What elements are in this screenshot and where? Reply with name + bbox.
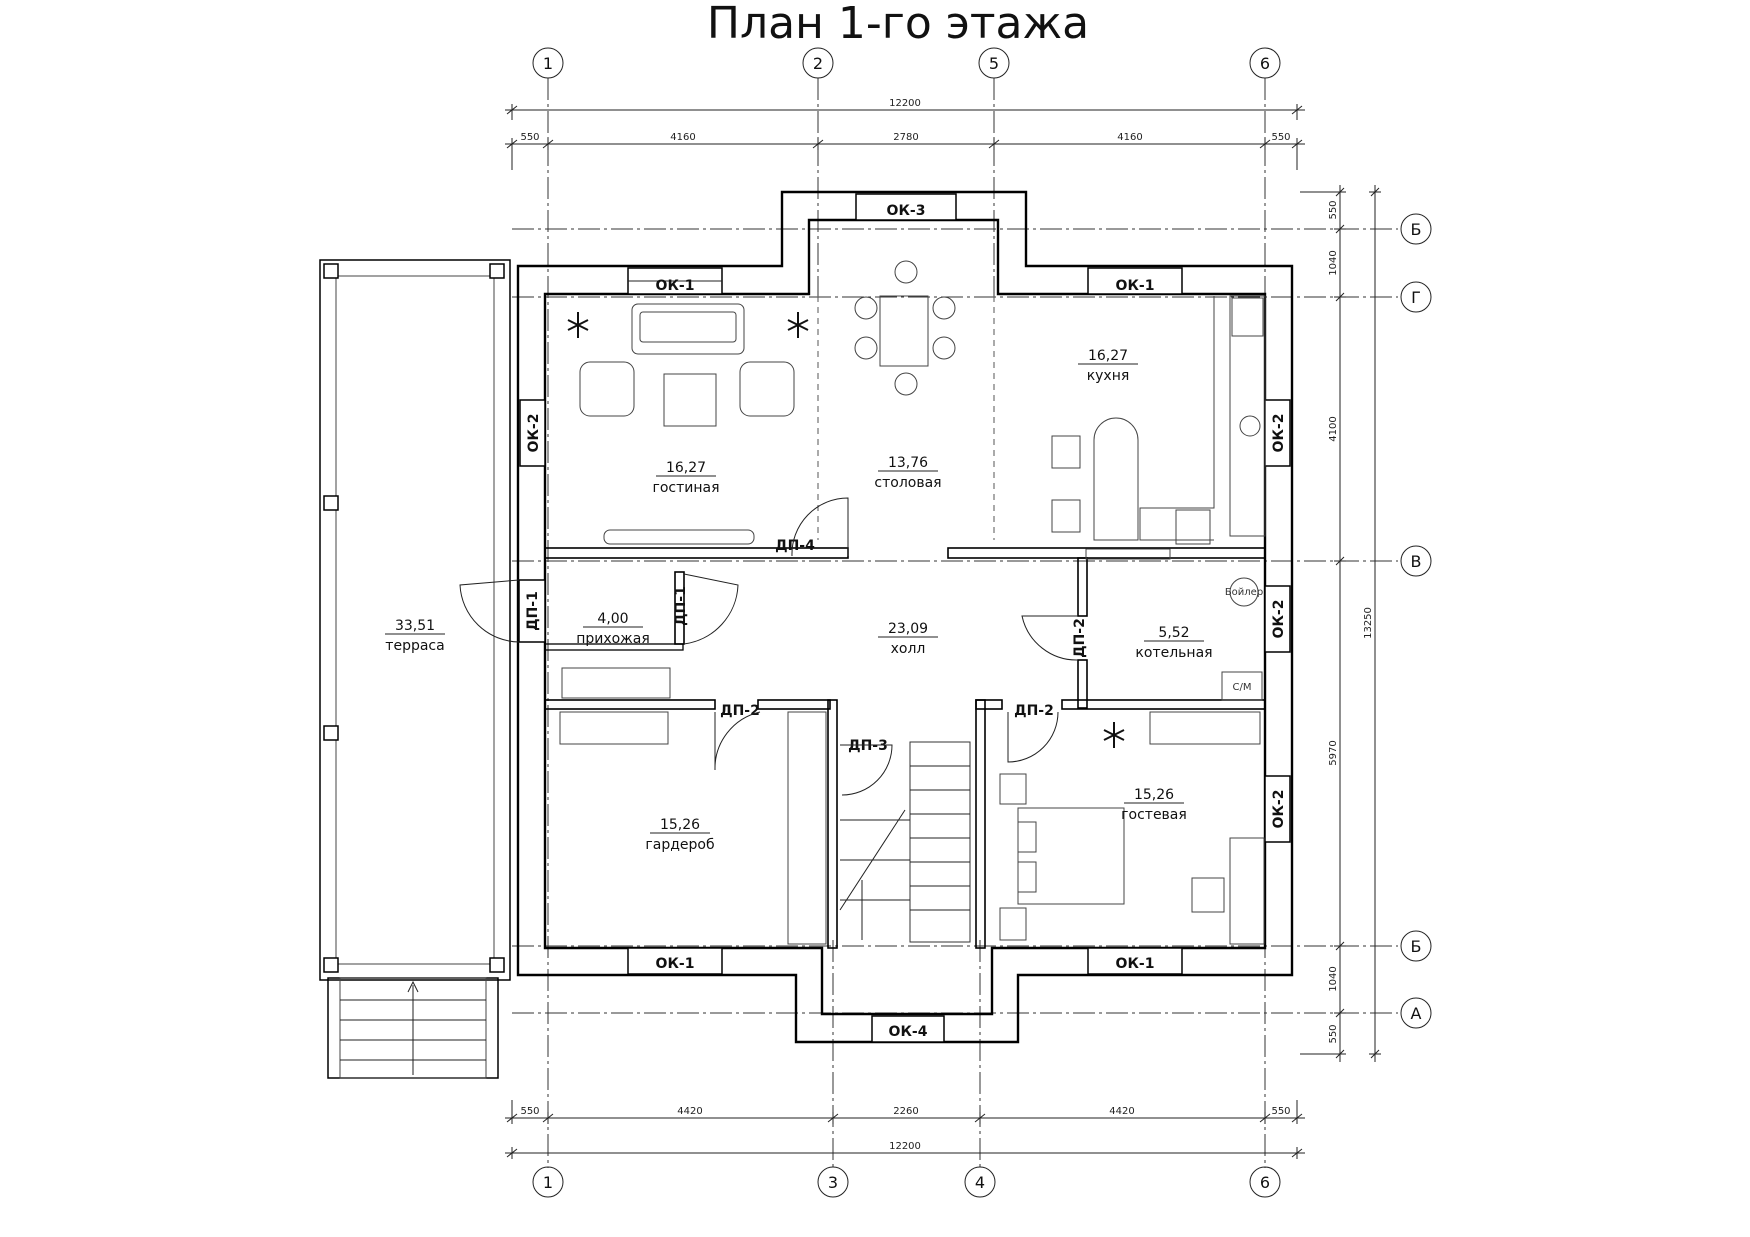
axis-label: 5 — [989, 54, 999, 73]
window-label: ОК-2 — [1271, 790, 1287, 829]
svg-text:котельная: котельная — [1135, 645, 1212, 661]
dim-right-seg: 550 — [1328, 1024, 1339, 1043]
svg-text:терраса: терраса — [385, 638, 444, 654]
dim-right-seg: 1040 — [1328, 250, 1339, 275]
dim-right-seg: 5970 — [1328, 740, 1339, 765]
stair — [839, 741, 971, 943]
room-dining: 13,76 столовая — [874, 455, 941, 491]
dimension-chains — [505, 104, 1381, 1159]
svg-text:кухня: кухня — [1087, 368, 1130, 384]
axis-label: 3 — [828, 1173, 838, 1192]
dim-bottom-total: 12200 — [889, 1141, 921, 1152]
room-entry: 4,00 прихожая — [576, 611, 650, 647]
dimension-values: 12200 550 4160 2780 4160 550 550 4420 22… — [520, 98, 1374, 1152]
svg-text:холл: холл — [891, 641, 926, 657]
door-label: ДП-1 — [673, 586, 689, 626]
svg-text:гардероб: гардероб — [645, 837, 714, 853]
axis-label: В — [1411, 552, 1422, 571]
svg-text:16,27: 16,27 — [1088, 348, 1128, 364]
dim-right-seg: 550 — [1328, 200, 1339, 219]
room-boiler: 5,52 котельная — [1135, 625, 1212, 661]
room-terrace: 33,51 терраса — [385, 618, 445, 654]
svg-text:гостиная: гостиная — [652, 480, 719, 496]
dim-bottom-seg: 4420 — [677, 1106, 702, 1117]
plant-icon — [787, 312, 809, 338]
svg-text:прихожая: прихожая — [576, 631, 650, 647]
dim-top-total: 12200 — [889, 98, 921, 109]
svg-text:23,09: 23,09 — [888, 621, 928, 637]
dim-right-seg: 4100 — [1328, 416, 1339, 441]
dim-top-seg: 550 — [1271, 132, 1290, 143]
room-wardrobe: 15,26 гардероб — [645, 817, 714, 853]
door-label: ДП-4 — [775, 538, 815, 554]
window-label: ОК-2 — [1271, 600, 1287, 639]
axis-bubbles-top: 1 2 5 6 — [532, 47, 1281, 79]
room-kitchen: 16,27 кухня — [1078, 348, 1138, 384]
svg-text:4,00: 4,00 — [597, 611, 628, 627]
axis-label: 4 — [975, 1173, 985, 1192]
dim-right-total: 13250 — [1363, 607, 1374, 639]
window-label: ОК-1 — [1116, 278, 1155, 294]
walls — [516, 190, 1294, 1044]
svg-text:гостевая: гостевая — [1121, 807, 1187, 823]
window-label: ОК-3 — [887, 203, 926, 219]
plant-icon — [1103, 722, 1125, 748]
axis-label: 2 — [813, 54, 823, 73]
room-labels: 16,27 гостиная 13,76 столовая 16,27 кухн… — [385, 348, 1213, 853]
dim-top-seg: 2780 — [893, 132, 918, 143]
dim-right-seg: 1040 — [1328, 966, 1339, 991]
axis-bubbles-right: Б Г В Б А — [1400, 213, 1432, 1029]
svg-text:столовая: столовая — [874, 475, 941, 491]
svg-text:15,26: 15,26 — [1134, 787, 1174, 803]
svg-text:5,52: 5,52 — [1158, 625, 1189, 641]
door-label: ДП-1 — [525, 591, 541, 631]
plant-icon — [567, 312, 589, 338]
window-label: ОК-1 — [656, 956, 695, 972]
boiler-label: Бойлер — [1225, 587, 1263, 598]
axis-bubbles-bottom: 1 3 4 6 — [532, 1166, 1281, 1198]
dim-bottom-seg: 550 — [520, 1106, 539, 1117]
axis-label: Б — [1411, 220, 1422, 239]
door-label: ДП-3 — [848, 738, 888, 754]
dim-top-seg: 550 — [520, 132, 539, 143]
door-label: ДП-2 — [720, 703, 760, 719]
svg-text:33,51: 33,51 — [395, 618, 435, 634]
room-living: 16,27 гостиная — [652, 460, 719, 496]
door-label: ДП-2 — [1014, 703, 1054, 719]
dim-bottom-seg: 2260 — [893, 1106, 918, 1117]
axis-label: 1 — [543, 54, 553, 73]
room-guest: 15,26 гостевая — [1121, 787, 1187, 823]
terrace — [319, 259, 511, 1079]
svg-text:16,27: 16,27 — [666, 460, 706, 476]
dim-bottom-seg: 4420 — [1109, 1106, 1134, 1117]
door-label: ДП-2 — [1072, 618, 1088, 658]
washer-label: С/М — [1233, 682, 1252, 693]
window-label: ОК-2 — [1271, 414, 1287, 453]
axis-label: 1 — [543, 1173, 553, 1192]
axis-label: А — [1411, 1004, 1422, 1023]
dim-top-seg: 4160 — [1117, 132, 1142, 143]
svg-text:13,76: 13,76 — [888, 455, 928, 471]
window-label: ОК-2 — [526, 414, 542, 453]
axis-label: Г — [1411, 288, 1421, 307]
axis-label: Б — [1411, 937, 1422, 956]
doors: ДП-1 ДП-1 ДП-4 ДП-2 ДП-2 ДП-2 ДП-3 — [459, 497, 1088, 796]
window-label: ОК-4 — [889, 1024, 928, 1040]
dim-top-seg: 4160 — [670, 132, 695, 143]
dim-bottom-seg: 550 — [1271, 1106, 1290, 1117]
window-label: ОК-1 — [656, 278, 695, 294]
axis-label: 6 — [1260, 54, 1270, 73]
furniture: Бойлер С/М — [559, 260, 1266, 945]
windows: ОК-1 ОК-1 ОК-3 ОК-1 ОК-1 ОК-4 ОК-2 ОК-2 … — [519, 193, 1291, 1043]
axis-label: 6 — [1260, 1173, 1270, 1192]
window-label: ОК-1 — [1116, 956, 1155, 972]
plan-title: План 1-го этажа — [707, 0, 1089, 49]
svg-text:15,26: 15,26 — [660, 817, 700, 833]
room-hall: 23,09 холл — [878, 621, 938, 657]
